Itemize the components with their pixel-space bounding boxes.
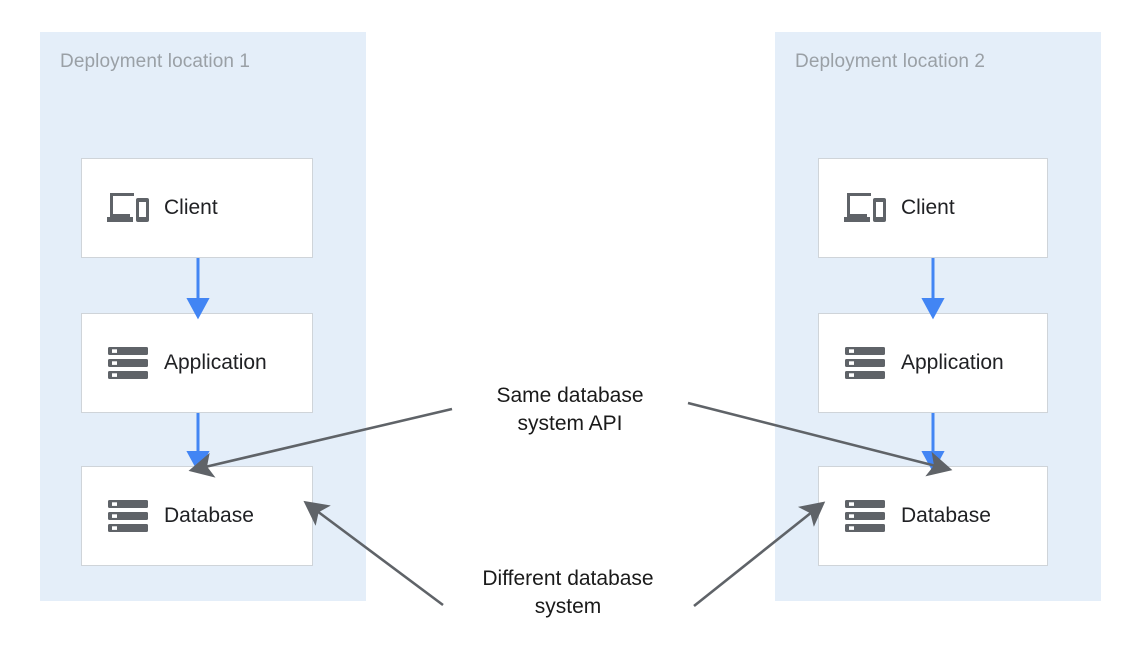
node-database-2[interactable]: Database <box>818 466 1048 566</box>
server-icon <box>839 341 891 385</box>
node-application-2[interactable]: Application <box>818 313 1048 413</box>
server-icon <box>102 494 154 538</box>
node-application-1[interactable]: Application <box>81 313 313 413</box>
node-database-1[interactable]: Database <box>81 466 313 566</box>
node-application-1-label: Application <box>164 351 267 374</box>
server-icon <box>102 341 154 385</box>
node-client-1-label: Client <box>164 196 218 219</box>
devices-icon <box>839 186 891 230</box>
node-client-2[interactable]: Client <box>818 158 1048 258</box>
callout-same-database-system-api: Same database system API <box>496 384 644 436</box>
node-application-2-label: Application <box>901 351 1004 374</box>
deployment-zone-2-title: Deployment location 2 <box>795 51 986 72</box>
deployment-zone-1-title: Deployment location 1 <box>60 51 251 72</box>
node-client-2-label: Client <box>901 196 955 219</box>
node-database-2-label: Database <box>901 504 991 527</box>
devices-icon <box>102 186 154 230</box>
server-icon <box>839 494 891 538</box>
node-database-1-label: Database <box>164 504 254 527</box>
node-client-1[interactable]: Client <box>81 158 313 258</box>
callout-different-database-system: Different database system <box>482 567 654 619</box>
